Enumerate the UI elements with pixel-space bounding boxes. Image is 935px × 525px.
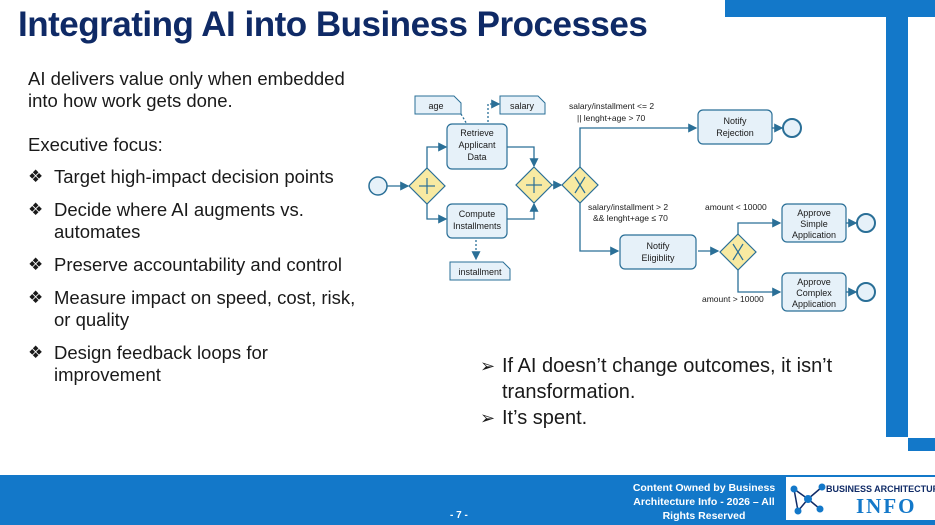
- condition-label: amount > 10000: [702, 294, 764, 304]
- task-label: Complex: [796, 288, 832, 298]
- bullet-item: ❖Measure impact on speed, cost, risk, or…: [28, 287, 356, 330]
- bullet-item: ❖Decide where AI augments vs. automates: [28, 199, 304, 242]
- left-content: AI delivers value only when embedded int…: [28, 68, 368, 397]
- arrow-bullet-icon: ➢: [480, 356, 496, 376]
- slide-title: Integrating AI into Business Processes: [18, 5, 648, 44]
- task-label: Approve: [797, 277, 831, 287]
- right-accent-notch: [908, 438, 935, 451]
- condition-label: && lenght+age ≤ 70: [593, 213, 668, 223]
- task-label: Approve: [797, 208, 831, 218]
- data-object-age-label: age: [428, 101, 443, 111]
- task-label: Compute: [459, 209, 496, 219]
- callout-block: ➢If AI doesn’t change outcomes, it isn’t…: [480, 353, 860, 431]
- end-event-icon: [856, 282, 876, 302]
- bullet-item: ❖Target high-impact decision points: [28, 166, 334, 187]
- data-object-age: [414, 95, 462, 115]
- diamond-bullet-icon: ❖: [28, 200, 44, 219]
- diamond-bullet-icon: ❖: [28, 167, 44, 186]
- diamond-bullet-icon: ❖: [28, 288, 44, 307]
- network-logo-icon: [790, 483, 826, 515]
- right-accent-bar: [886, 17, 908, 437]
- data-object-salary: [499, 95, 546, 115]
- copyright-notice: Content Owned by Business Architecture I…: [632, 482, 776, 522]
- data-object-salary-label: salary: [510, 101, 535, 111]
- data-object-installment-label: installment: [458, 267, 502, 277]
- task-label: Eligiblity: [641, 253, 675, 263]
- task-label: Notify: [646, 241, 670, 251]
- bullet-item: ❖Preserve accountability and control: [28, 254, 342, 275]
- task-label: Simple: [800, 219, 828, 229]
- task-label: Installments: [453, 221, 502, 231]
- condition-label: salary/installment > 2: [588, 202, 668, 212]
- task-approve-simple: [781, 203, 847, 243]
- brand-logo: [786, 477, 935, 520]
- task-notify-rejection: [697, 109, 773, 145]
- callout-item: ➢If AI doesn’t change outcomes, it isn’t…: [480, 355, 833, 403]
- bpmn-process-diagram: age salary installment Retrieve Applican…: [368, 95, 876, 312]
- task-label: Application: [792, 230, 836, 240]
- intro-text: AI delivers value only when embedded int…: [28, 68, 345, 111]
- logo-text-main: INFO: [856, 494, 917, 518]
- task-label: Retrieve: [460, 128, 494, 138]
- logo-text-top: BUSINESS ARCHITECTURE: [826, 484, 935, 494]
- task-approve-complex: [781, 272, 847, 312]
- focus-bullet-list: ❖Target high-impact decision points ❖Dec…: [28, 166, 368, 386]
- footer-bar: [0, 475, 935, 525]
- arrow-bullet-icon: ➢: [480, 408, 496, 428]
- diamond-bullet-icon: ❖: [28, 343, 44, 362]
- page-number: - 7 -: [450, 510, 468, 521]
- task-label: Applicant: [458, 140, 496, 150]
- end-event-icon: [782, 118, 802, 138]
- task-notify-eligibility: [619, 234, 697, 270]
- task-label: Application: [792, 299, 836, 309]
- task-retrieve-applicant-data: [446, 123, 508, 170]
- top-accent-bar: [725, 0, 935, 17]
- condition-label: salary/installment <= 2: [569, 101, 654, 111]
- task-compute-installments: [446, 203, 508, 239]
- condition-label: amount < 10000: [705, 202, 767, 212]
- focus-heading: Executive focus:: [28, 134, 163, 155]
- callout-item: ➢It’s spent.: [480, 407, 588, 429]
- start-event-icon: [368, 176, 388, 196]
- end-event-icon: [856, 213, 876, 233]
- task-label: Data: [467, 152, 486, 162]
- data-object-installment: [449, 261, 511, 281]
- condition-label: || lenght+age > 70: [577, 113, 645, 123]
- task-label: Rejection: [716, 128, 754, 138]
- bullet-item: ❖Design feedback loops for improvement: [28, 342, 268, 385]
- diamond-bullet-icon: ❖: [28, 255, 44, 274]
- task-label: Notify: [723, 116, 747, 126]
